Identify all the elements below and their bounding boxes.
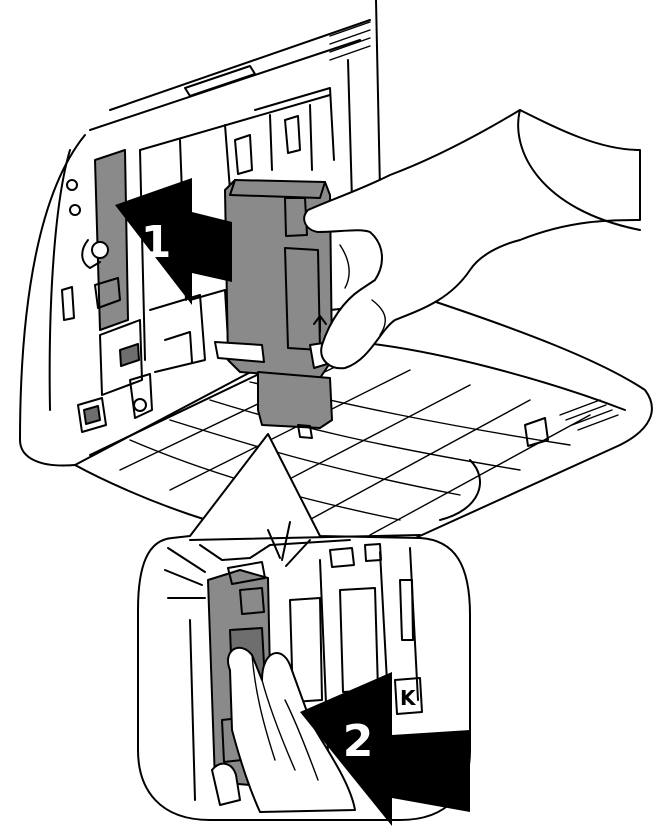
zoom-callout: K 2 [137,433,471,826]
toner-slot-label: K [400,686,417,710]
click-sound-lines [164,521,311,599]
step-1-number: 1 [141,217,172,268]
step-2-number: 2 [343,716,374,767]
hand-top [303,109,641,370]
top-vent [329,21,371,61]
step-2-arrow: 2 [300,672,470,826]
hand-bottom [211,646,356,813]
cartridge-bottom [257,371,333,429]
arrow-up-icon [313,315,327,333]
installed-cartridge-left [94,149,129,331]
printer-body [19,0,381,467]
toner-cartridge [214,179,335,439]
step-1-arrow: 1 [115,178,232,305]
